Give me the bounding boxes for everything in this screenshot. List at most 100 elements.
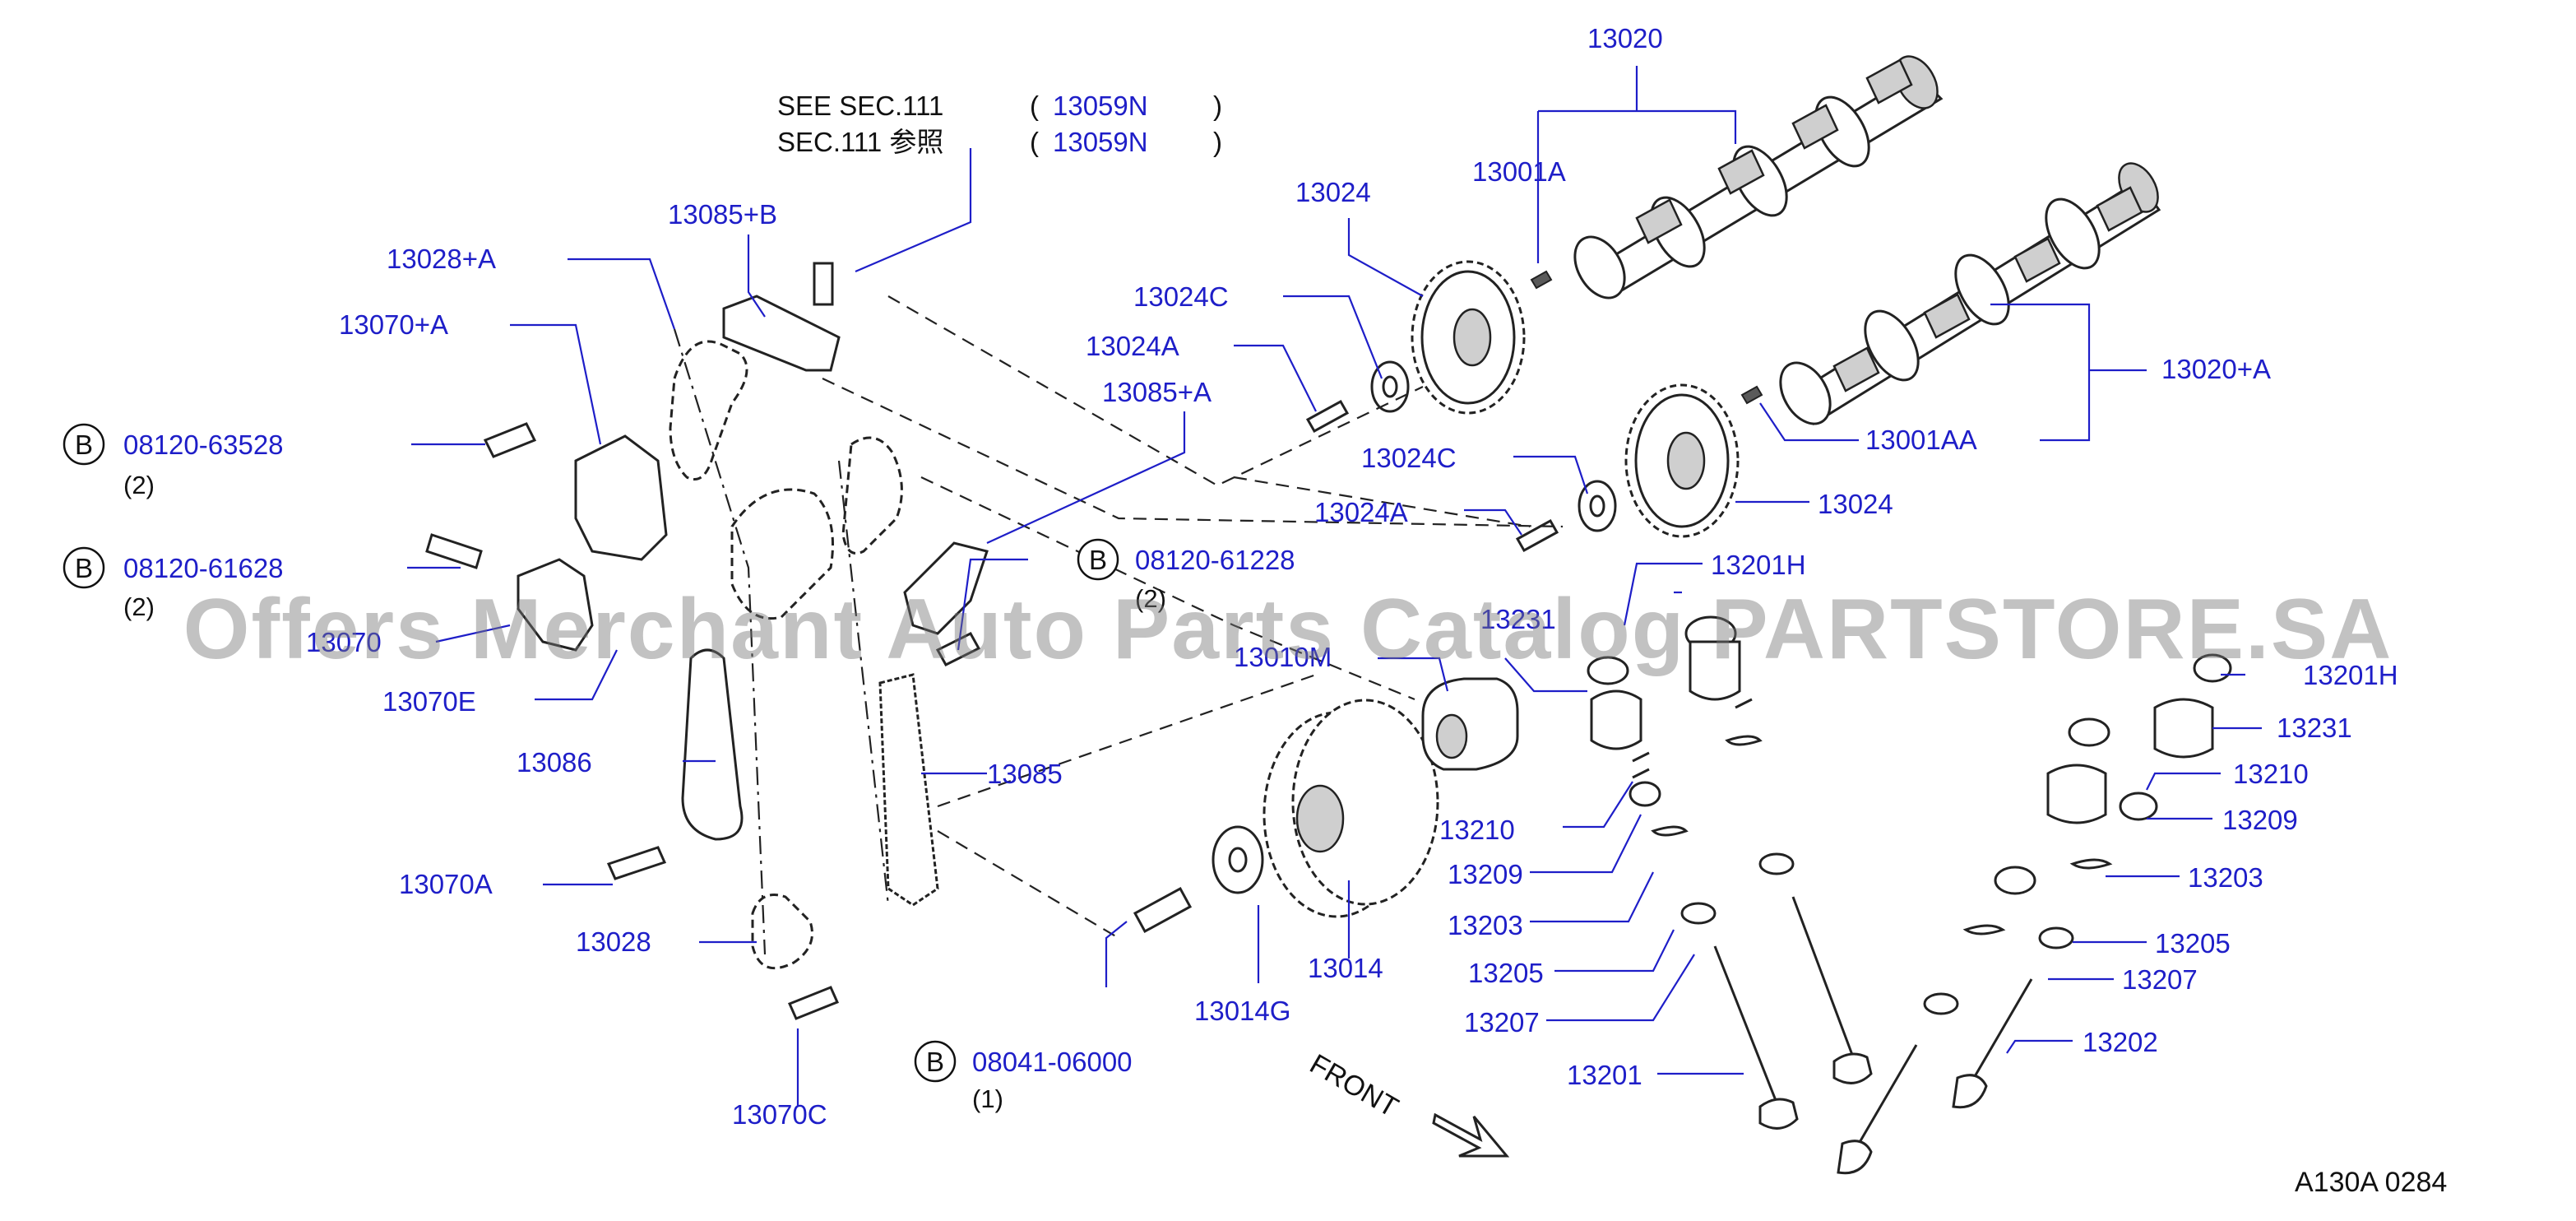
diagram-code: A130A 0284 <box>2295 1167 2447 1198</box>
watermark: Offers Merchant Auto Parts Catalog PARTS… <box>183 582 2393 677</box>
part-13231-right[interactable]: 13231 <box>2277 713 2352 743</box>
part-13028[interactable]: 13028 <box>576 926 651 957</box>
part-13070e[interactable]: 13070E <box>382 686 476 717</box>
see-note-line1-ref[interactable]: 13059N <box>1053 91 1148 121</box>
bolt-08120-61628 <box>425 533 483 569</box>
part-13024a-upper[interactable]: 13024A <box>1086 331 1179 361</box>
see-note-line2-open-paren: ( <box>1030 127 1039 157</box>
bolt-number[interactable]: 08120-63528 <box>123 429 284 460</box>
washer-hole <box>1589 494 1605 518</box>
part-13070c[interactable]: 13070C <box>732 1099 827 1130</box>
front-label: FRONT <box>1304 1048 1403 1123</box>
part-13020[interactable]: 13020 <box>1587 23 1663 53</box>
assembly-line <box>822 378 1564 528</box>
bolt-number[interactable]: 08041-06000 <box>972 1047 1133 1077</box>
cam-sprocket-upper-drawing <box>1411 260 1526 415</box>
assembly-line <box>937 830 1119 939</box>
part-13085a[interactable]: 13085+A <box>1102 377 1212 407</box>
washer-hole <box>1228 847 1248 873</box>
bolt-number[interactable]: 08120-61628 <box>123 553 284 583</box>
part-13210-left[interactable]: 13210 <box>1439 815 1515 845</box>
see-note-line2-prefix: SEC.111 参照 <box>777 127 943 157</box>
part-13024c-lower[interactable]: 13024C <box>1361 443 1457 473</box>
bolt-13070a <box>606 846 667 880</box>
part-13203-left[interactable]: 13203 <box>1448 910 1523 940</box>
part-13085b[interactable]: 13085+B <box>668 199 777 230</box>
bolt-13024a-lower <box>1515 518 1559 553</box>
bolt-crank <box>1133 886 1193 934</box>
assembly-line <box>920 476 1415 701</box>
assembly-line <box>937 673 1317 808</box>
part-13209-right[interactable]: 13209 <box>2222 805 2298 835</box>
see-note-line1-open-paren: ( <box>1030 91 1039 121</box>
tension-guide-13085-drawing <box>878 673 939 907</box>
bolt-callout-08120-61228[interactable]: B 08120-61228 (2) <box>1077 538 1295 613</box>
part-13001a[interactable]: 13001A <box>1472 156 1566 187</box>
part-13205-left[interactable]: 13205 <box>1468 958 1544 988</box>
crank-sprocket-drawing <box>1263 699 1439 918</box>
bolt-qty: (2) <box>123 471 155 499</box>
guide-13085a-drawing <box>903 541 989 635</box>
part-13231-upper[interactable]: 13231 <box>1480 604 1556 634</box>
chain-segment <box>841 436 903 555</box>
part-13201[interactable]: 13201 <box>1567 1060 1642 1090</box>
part-13070[interactable]: 13070 <box>306 627 382 657</box>
bolt-qty: (2) <box>123 592 155 621</box>
part-13207-left[interactable]: 13207 <box>1464 1007 1540 1038</box>
see-note-line1-prefix: SEE SEC.111 <box>777 91 943 121</box>
cam-sprocket-lower-drawing <box>1624 383 1740 538</box>
badge-letter: B <box>1089 545 1107 575</box>
part-13014g[interactable]: 13014G <box>1194 996 1290 1026</box>
bolt-qty: (1) <box>972 1084 1003 1113</box>
part-13210-right[interactable]: 13210 <box>2233 759 2309 789</box>
bolt-13070c <box>787 986 840 1020</box>
timing-chain-lower-drawing <box>751 894 813 970</box>
labels-layer: SEE SEC.111 ( 13059N ) SEC.111 参照 ( 1305… <box>63 23 2398 1130</box>
badge-circle-icon <box>63 423 105 466</box>
part-13085[interactable]: 13085 <box>987 759 1063 789</box>
tensioner-13070a-drawing <box>574 434 668 561</box>
valve-set-right-drawing <box>1837 653 2232 1175</box>
part-13028a[interactable]: 13028+A <box>387 244 496 274</box>
part-13001aa[interactable]: 13001AA <box>1865 425 1977 455</box>
part-13205-right[interactable]: 13205 <box>2155 928 2231 959</box>
center-line <box>673 328 767 955</box>
slack-guide-13086-drawing <box>681 648 744 841</box>
part-13014[interactable]: 13014 <box>1308 953 1383 983</box>
part-13202[interactable]: 13202 <box>2083 1027 2158 1057</box>
tensioner-13070-drawing <box>517 558 594 652</box>
part-13207-right[interactable]: 13207 <box>2122 964 2198 995</box>
timing-chain-upper-drawing <box>669 340 748 481</box>
bolt-qty: (2) <box>1135 584 1166 613</box>
idler-13010m-drawing <box>1421 677 1519 771</box>
part-13020a[interactable]: 13020+A <box>2161 354 2271 384</box>
see-note-line2-ref[interactable]: 13059N <box>1053 127 1148 157</box>
part-13024-lower[interactable]: 13024 <box>1818 489 1893 519</box>
badge-letter: B <box>926 1047 944 1077</box>
bolt-13085b <box>813 262 834 306</box>
center-line <box>837 460 890 906</box>
part-13024-upper[interactable]: 13024 <box>1295 177 1371 207</box>
see-note-line1-close-paren: ) <box>1213 91 1222 121</box>
badge-letter: B <box>75 553 93 583</box>
part-13070a[interactable]: 13070A <box>399 869 493 899</box>
badge-circle-icon <box>914 1040 957 1083</box>
bolt-callout-08041-06000[interactable]: B 08041-06000 (1) <box>914 1040 1133 1113</box>
part-13203-right[interactable]: 13203 <box>2188 862 2263 893</box>
part-13201h-upper[interactable]: 13201H <box>1711 550 1806 580</box>
front-arrow-icon <box>1432 1112 1510 1158</box>
bolt-callout-08120-63528[interactable]: B 08120-63528 (2) <box>63 423 284 499</box>
bolt-number[interactable]: 08120-61228 <box>1135 545 1295 575</box>
washer-hole <box>1382 375 1398 398</box>
part-13086[interactable]: 13086 <box>517 747 592 778</box>
part-13201h-right[interactable]: 13201H <box>2303 660 2398 690</box>
badge-circle-icon <box>63 546 105 589</box>
part-13024c-upper[interactable]: 13024C <box>1133 281 1229 312</box>
bolt-callout-08120-61628[interactable]: B 08120-61628 (2) <box>63 546 284 621</box>
leader-lines <box>407 66 2262 1107</box>
part-13024a-lower[interactable]: 13024A <box>1314 497 1408 527</box>
part-13010m[interactable]: 13010M <box>1234 642 1332 672</box>
part-13209-left[interactable]: 13209 <box>1448 859 1523 889</box>
part-13070a-plus[interactable]: 13070+A <box>339 309 448 340</box>
